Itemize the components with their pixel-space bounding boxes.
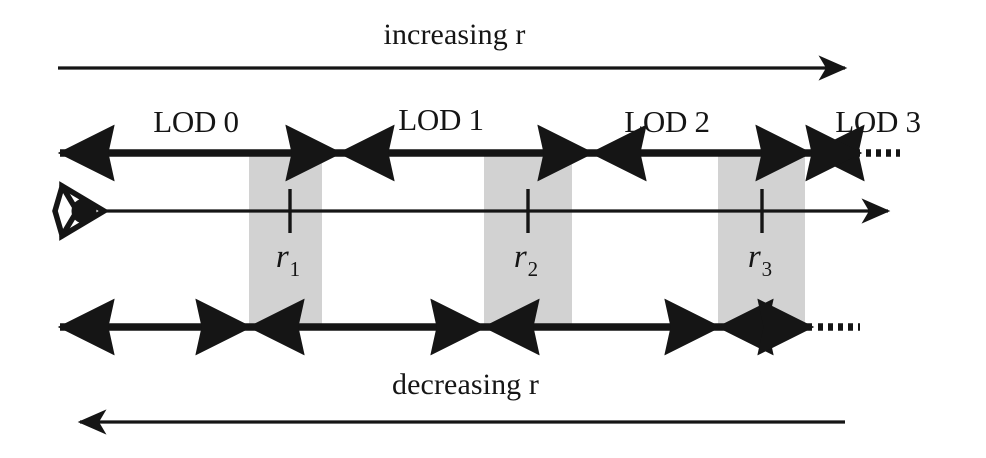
lod-label-0: LOD 0 (153, 104, 239, 139)
radius-label-subscript-2: 2 (527, 256, 539, 281)
lod-label-2: LOD 2 (624, 104, 710, 139)
radius-label-2: r2 (514, 241, 538, 280)
transition-band-2 (484, 152, 572, 328)
increasing-r-label: increasing r (383, 18, 526, 51)
radius-label-1: r1 (276, 241, 300, 280)
radius-label-base-3: r (747, 239, 761, 275)
lod-label-3: LOD 3 (835, 104, 921, 139)
radius-label-subscript-1: 1 (289, 256, 301, 281)
decreasing-r-label: decreasing r (392, 368, 539, 401)
radius-tick-group (288, 189, 764, 233)
radius-label-base-1: r (275, 239, 289, 275)
transition-band-group (249, 152, 805, 328)
eye-icon (52, 181, 110, 241)
radius-label-base-2: r (513, 239, 527, 275)
radius-label-3: r3 (748, 241, 772, 280)
lod-label-1: LOD 1 (398, 102, 484, 137)
transition-band-3 (718, 152, 805, 328)
radius-label-subscript-3: 3 (761, 256, 773, 281)
